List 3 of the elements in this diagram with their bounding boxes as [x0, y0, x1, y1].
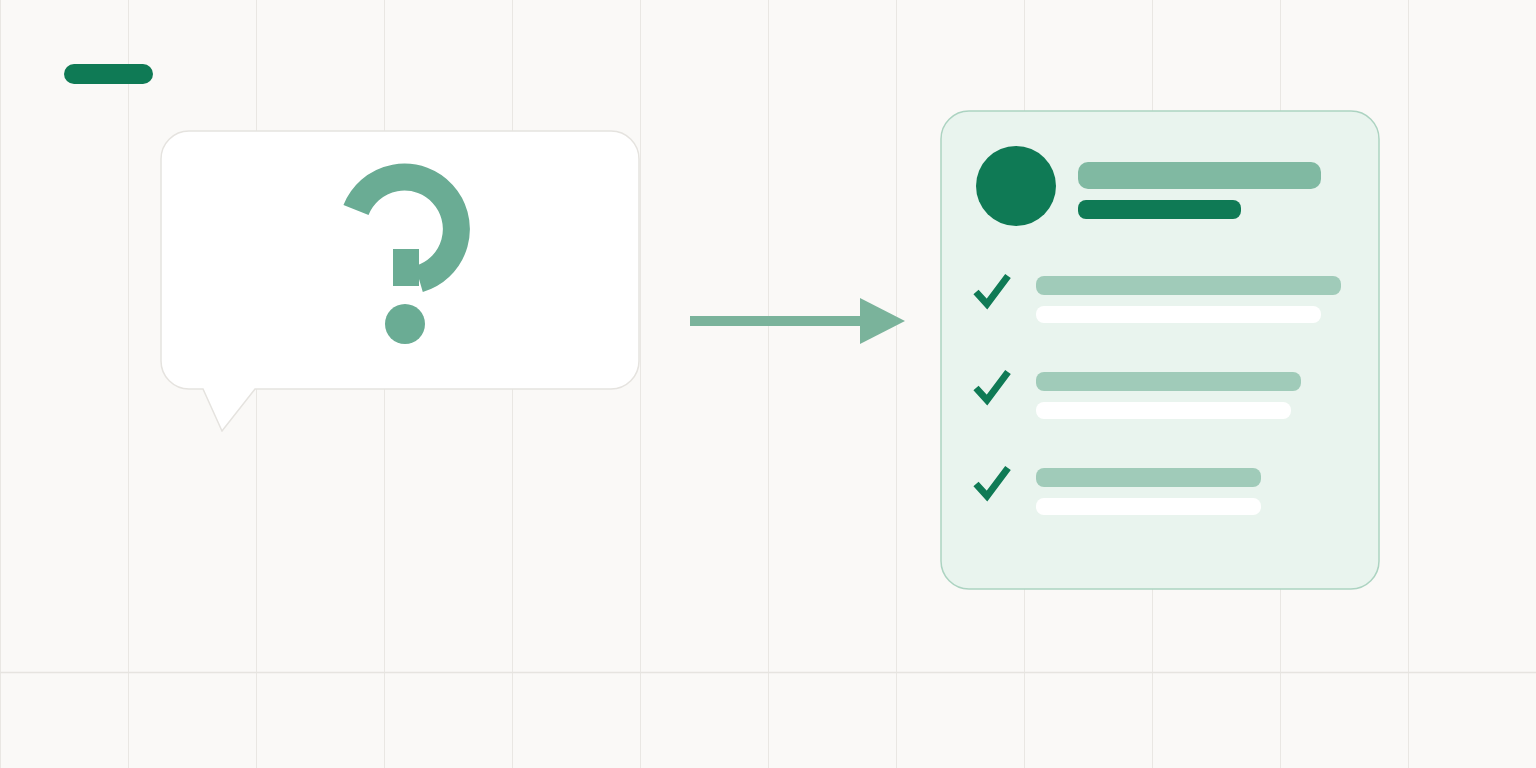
- arrow: [690, 298, 905, 344]
- speech-bubble: [160, 130, 640, 432]
- checklist-card: [940, 110, 1380, 590]
